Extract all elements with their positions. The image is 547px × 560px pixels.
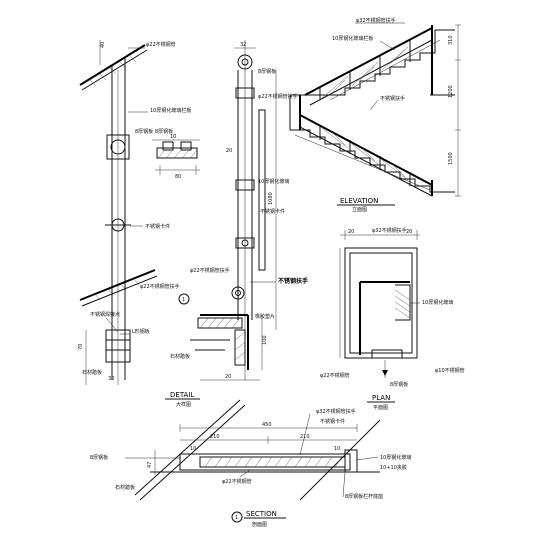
label-bolt: 8厚钢板 xyxy=(155,128,173,135)
detail-title-cn: 大样图 xyxy=(176,401,191,408)
label-pipe-top: φ22不锈钢管 xyxy=(146,41,176,48)
det-dim-l: 20 xyxy=(225,374,231,380)
label-pipe-lower: φ22不锈钢管扶手 xyxy=(140,283,180,290)
sec-dim-e: 10 xyxy=(334,446,340,452)
label-sec-top1: φ32不锈钢管扶手 xyxy=(316,408,356,415)
label-pipe-mid: φ22不锈钢管扶手 xyxy=(258,93,298,100)
label-plan-b2: φ10不锈钢管 xyxy=(435,367,465,374)
label-sec-top2: 不锈钢卡件 xyxy=(320,418,345,425)
detail-post-left: 70 40 30 φ22不锈钢管 10厚钢化玻璃栏板 8厚钢板 不锈钢卡件 φ2… xyxy=(78,40,191,385)
label-rubber: 橡胶垫片 xyxy=(255,313,275,320)
elevation-view: 310 1200 1500 φ32不锈钢管扶手 10厚钢化玻璃栏板 不锈钢扶手 … xyxy=(289,17,461,213)
detail-title-en: DETAIL xyxy=(170,391,194,399)
label-pipe-detail: φ22不锈钢管扶手 xyxy=(190,267,230,274)
label-sec-r2: 10+10夹胶 xyxy=(380,464,407,471)
label-sec-stone: 石材踏板 xyxy=(115,484,135,491)
section-view: 450 210 210 10 10 47 φ32不锈钢管扶手 不锈钢卡件 8厚钢… xyxy=(90,399,411,528)
section-marker: 1 xyxy=(235,515,238,521)
det-dim-d: 70 xyxy=(78,344,84,350)
detail-clamp-small: 80 10 8厚钢板 xyxy=(152,128,200,180)
label-glass-elev: 10厚钢化玻璃栏板 xyxy=(332,35,373,42)
section-title-cn: 剖面图 xyxy=(252,521,267,528)
det-dim-h: 10 xyxy=(170,134,176,140)
label-stone-mid: 石材踏板 xyxy=(170,353,190,360)
detail-post-middle: 32 1080 20 20 100 1 8厚钢板 xyxy=(170,40,308,381)
elev-dim-b: 1200 xyxy=(448,85,454,98)
elev-dim-a: 310 xyxy=(448,35,454,45)
section-title-en: SECTION xyxy=(246,510,277,518)
sec-dim-b: 210 xyxy=(300,434,310,440)
detail-marker: 1 xyxy=(182,297,185,303)
det-dim-j: 30 xyxy=(108,376,114,382)
label-anchor: L形钢板 xyxy=(132,328,150,335)
plan-view: 20 20 φ32不锈钢扶手 10厚钢化玻璃 φ22不锈钢管 8厚钢板 φ10不… xyxy=(320,227,465,411)
det-dim-i: 80 xyxy=(175,174,181,180)
label-sec-left: 8厚钢板 xyxy=(90,454,108,461)
label-fixclip1: 不锈钢卡件 xyxy=(145,223,170,230)
sec-dim-total: 450 xyxy=(262,422,272,428)
label-clamp-top: 8厚钢板 xyxy=(135,128,153,135)
elev-dim-c: 1500 xyxy=(448,152,454,165)
label-top-rail: φ32不锈钢管扶手 xyxy=(356,17,396,24)
elevation-title-cn: 立面图 xyxy=(352,206,367,213)
label-weld: 不锈钢焊接点 xyxy=(90,311,120,318)
label-plan-glass: 10厚钢化玻璃 xyxy=(422,299,453,306)
label-stone: 石材踏板 xyxy=(82,369,102,376)
det-dim-c: 32 xyxy=(240,42,246,48)
label-glass-side: 10厚钢化玻璃栏板 xyxy=(150,107,191,114)
label-plan-b1: φ22不锈钢管 xyxy=(320,372,350,379)
sec-dim-a: 210 xyxy=(210,434,220,440)
plan-title-cn: 平面图 xyxy=(373,405,388,411)
sec-dim-c: 10 xyxy=(190,446,196,452)
plan-title-en: PLAN xyxy=(372,394,390,402)
det-dim-b: 1080 xyxy=(268,192,274,205)
plan-dim-b: 20 xyxy=(406,229,412,235)
label-rail-bold: 不锈钢扶手 xyxy=(278,277,308,285)
label-fixclip2: 不锈钢卡件 xyxy=(260,208,285,215)
label-plan-b3: 8厚钢板 xyxy=(390,381,408,388)
label-rail-elev: 不锈钢扶手 xyxy=(380,95,405,102)
label-clamp-mid: 8厚钢板 xyxy=(258,68,276,75)
label-sec-bottom2: 8厚钢板栏杆底座 xyxy=(345,493,383,500)
label-plan-rail: φ32不锈钢扶手 xyxy=(372,227,407,234)
det-dim-a: 40 xyxy=(100,42,106,48)
elevation-title-en: ELEVATION xyxy=(340,197,378,205)
label-sec-r1: 10厚钢化玻璃 xyxy=(380,454,411,461)
det-dim-g: 100 xyxy=(262,335,268,345)
label-mid-glass: 10厚钢化玻璃 xyxy=(258,178,289,185)
det-dim-e: 20 xyxy=(226,148,232,154)
plan-dim-a: 20 xyxy=(348,229,354,235)
label-sec-bottom: φ22不锈钢管 xyxy=(222,478,252,485)
sec-dim-f: 47 xyxy=(147,462,153,468)
